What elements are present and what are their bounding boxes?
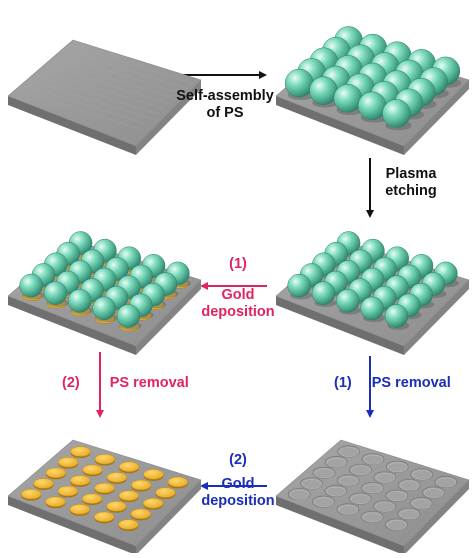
label-red-gold-line2: deposition bbox=[201, 304, 275, 320]
label-self-assembly: Self-assembly of PS bbox=[176, 88, 274, 122]
label-plasma-etching: Plasma etching bbox=[376, 166, 446, 200]
label-self-assembly-line2: of PS bbox=[206, 105, 244, 121]
label-red-ps-text: PS removal bbox=[109, 375, 189, 391]
label-plasma-line2: etching bbox=[385, 183, 437, 199]
panel-ps-monolayer bbox=[275, 26, 470, 155]
panel-etched-ps bbox=[275, 231, 470, 355]
label-red-ps-number: (2) bbox=[62, 375, 80, 391]
label-blue-gold-line2: deposition bbox=[201, 493, 275, 509]
label-gold-deposition-blue: (2) Gold deposition bbox=[193, 452, 283, 510]
label-self-assembly-line1: Self-assembly bbox=[176, 88, 274, 104]
label-plasma-line1: Plasma bbox=[385, 166, 437, 182]
label-blue-ps-text: PS removal bbox=[371, 375, 451, 391]
label-blue-gold-line1: Gold bbox=[221, 476, 255, 492]
label-ps-removal-red: (2) PS removal bbox=[62, 375, 212, 392]
panel-substrate-bare bbox=[7, 39, 202, 155]
label-red-gold-number: (1) bbox=[229, 256, 247, 272]
panel-ps-imprint-substrate bbox=[275, 439, 470, 555]
label-red-gold-line1: Gold bbox=[221, 287, 255, 303]
panel-gold-dot-array bbox=[7, 439, 202, 555]
label-ps-removal-blue: (1) PS removal bbox=[334, 375, 474, 392]
label-gold-deposition-red: (1) Gold deposition bbox=[193, 256, 283, 321]
label-blue-ps-number: (1) bbox=[334, 375, 352, 391]
panel-ps-with-gold bbox=[7, 231, 202, 355]
label-blue-gold-number: (2) bbox=[229, 452, 247, 468]
